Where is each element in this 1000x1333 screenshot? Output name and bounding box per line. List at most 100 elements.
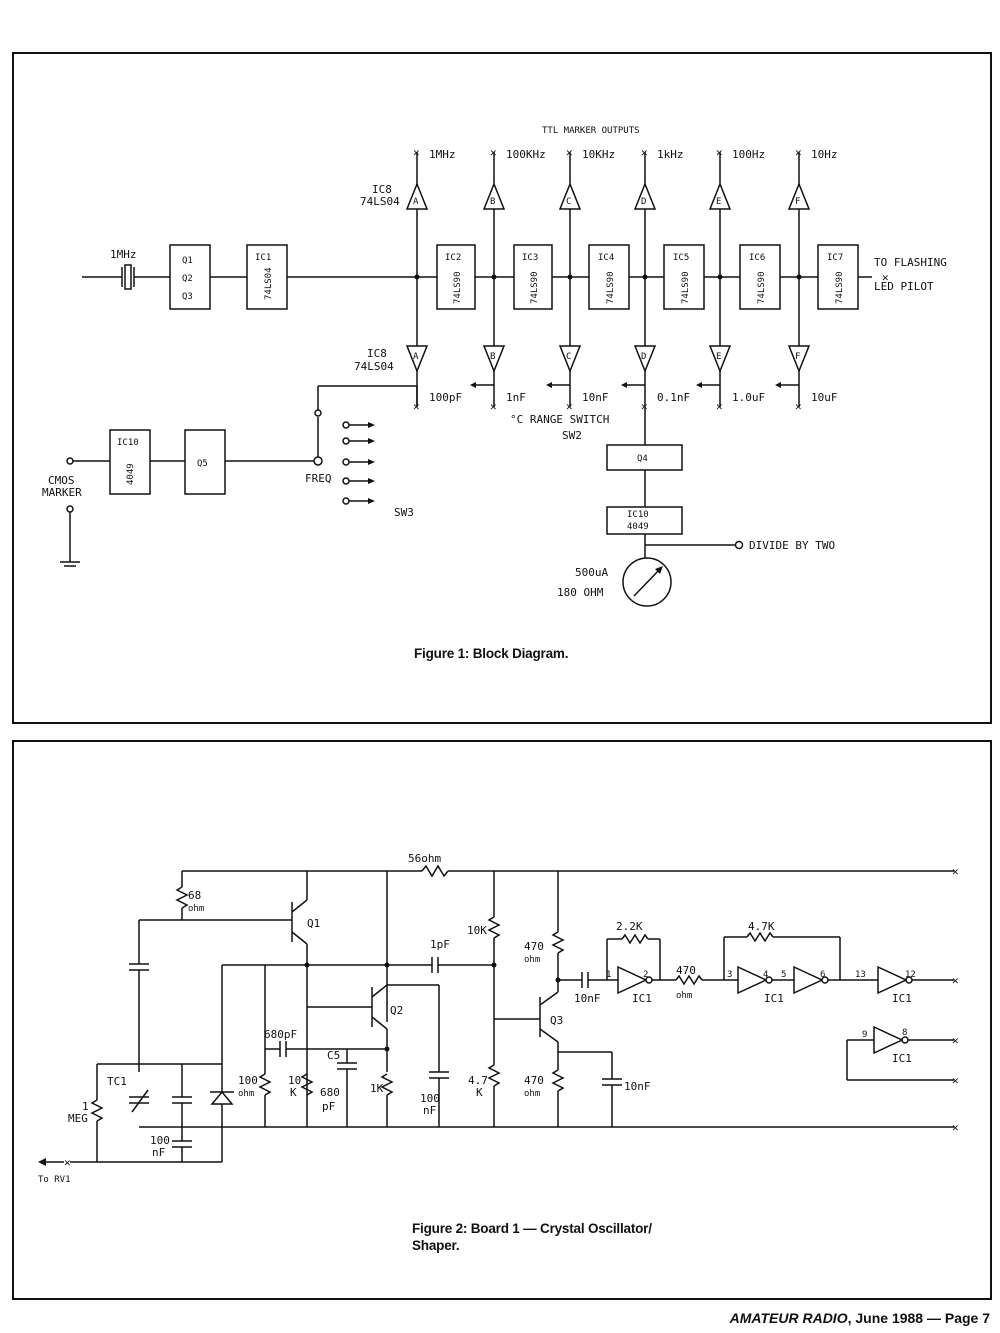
r10k-bias-value: 10 bbox=[288, 1074, 301, 1087]
pin-4: 4 bbox=[763, 970, 768, 980]
ic1-name: IC1 bbox=[255, 253, 271, 263]
crystal-label: 1MHz bbox=[110, 248, 137, 261]
varicap-diode bbox=[210, 1090, 234, 1105]
sw3-contact bbox=[314, 409, 322, 417]
c100nf-b-value: 100 bbox=[150, 1134, 170, 1147]
out-terminal-3: ✕ bbox=[952, 1034, 959, 1047]
r470a-value: 470 bbox=[524, 940, 544, 953]
sw3-pos-arrow-2 bbox=[368, 459, 375, 465]
r100-resistor bbox=[258, 1073, 272, 1096]
bottom-buffer-letter-4: E bbox=[716, 352, 721, 362]
c10nf-b-label: 10nF bbox=[624, 1080, 651, 1093]
c10nf-a-label: 10nF bbox=[574, 992, 601, 1005]
sw3-pos-1 bbox=[342, 437, 350, 445]
r470b-unit: ohm bbox=[676, 991, 692, 1001]
top-buffer-3 bbox=[633, 181, 657, 210]
c5-value: 680 bbox=[320, 1086, 340, 1099]
r68-resistor bbox=[175, 886, 189, 909]
tap-junction-5 bbox=[796, 274, 802, 280]
r1k-label: 1K bbox=[370, 1082, 384, 1095]
r47k-resistor bbox=[487, 1064, 501, 1087]
range-switch-label: °C RANGE SWITCH bbox=[510, 413, 609, 426]
sw3-pos-arrow-4 bbox=[368, 498, 375, 504]
ic1-label-5: IC1 bbox=[892, 1052, 912, 1065]
r1meg-value: 1 bbox=[82, 1100, 89, 1113]
bottom-buffer-letter-0: A bbox=[413, 352, 419, 362]
top-output-label-3: 1kHz bbox=[657, 148, 684, 161]
flashing-label-1: TO FLASHING bbox=[874, 256, 947, 269]
figure-2-caption: Figure 2: Board 1 — Crystal Oscillator/ … bbox=[412, 1220, 712, 1254]
bottom-terminal-4: ✕ bbox=[716, 400, 723, 413]
c100nf-a-unit: nF bbox=[423, 1104, 436, 1117]
sw3-pos-3 bbox=[342, 477, 350, 485]
top-buffer-letter-4: E bbox=[716, 197, 721, 207]
bottom-terminal-2: ✕ bbox=[566, 400, 573, 413]
ic1-gate-5 bbox=[873, 1025, 904, 1055]
ic10-left-part: 4049 bbox=[126, 463, 136, 485]
bottom-buffer-letter-3: D bbox=[641, 352, 646, 362]
rv-arrow bbox=[38, 1158, 46, 1166]
ic6-part: 74LS90 bbox=[757, 271, 767, 304]
range-arrow-head-4 bbox=[696, 382, 702, 388]
out-terminal-1: ✕ bbox=[952, 865, 959, 878]
top-buffer-letter-2: C bbox=[566, 197, 571, 207]
cap-label-3: 0.1nF bbox=[657, 391, 690, 404]
divide-label: DIVIDE BY TWO bbox=[749, 539, 835, 552]
ic2-block bbox=[436, 244, 476, 310]
top-output-terminal-3: ✕ bbox=[641, 146, 648, 159]
top-output-label-5: 10Hz bbox=[811, 148, 838, 161]
meter-resistance: 180 OHM bbox=[557, 586, 604, 599]
top-output-label-1: 100KHz bbox=[506, 148, 546, 161]
c100nf-b-unit: nF bbox=[152, 1146, 165, 1159]
junction-dot bbox=[384, 962, 390, 968]
top-buffer-letter-0: A bbox=[413, 197, 419, 207]
ic3-part: 74LS90 bbox=[530, 271, 540, 304]
meter-needle bbox=[633, 567, 662, 597]
oscillator-schematic-svg: 56ohm ✕ 68 ohm Q1 1pF Q2 680pF C5 680 pF bbox=[38, 852, 959, 1185]
r470b-resistor bbox=[675, 974, 703, 986]
ic2-part: 74LS90 bbox=[453, 271, 463, 304]
r470c-unit: ohm bbox=[524, 1089, 540, 1099]
ic4-name: IC4 bbox=[598, 253, 614, 263]
block-diagram-svg: TTL MARKER OUTPUTS 1MHz Q1 Q2 Q3 IC1 74L… bbox=[42, 126, 947, 607]
range-arrow-head-1 bbox=[470, 382, 476, 388]
q5-label: Q5 bbox=[197, 459, 208, 469]
bottom-buffer-4 bbox=[708, 345, 732, 374]
ic6-block bbox=[739, 244, 781, 310]
figure-2-caption-line-2: Shaper. bbox=[412, 1238, 460, 1253]
ic8-bottom-part: 74LS04 bbox=[354, 360, 394, 373]
ic5-block bbox=[663, 244, 705, 310]
ic1-part: 74LS04 bbox=[264, 267, 274, 300]
ic10-left-block bbox=[109, 429, 151, 495]
meter-current: 500uA bbox=[575, 566, 608, 579]
cap-label-5: 10uF bbox=[811, 391, 838, 404]
r47k-feedback-resistor bbox=[746, 931, 774, 943]
r68-unit: ohm bbox=[188, 904, 204, 914]
ic2-name: IC2 bbox=[445, 253, 461, 263]
meter-arrow bbox=[655, 566, 663, 574]
r470c-value: 470 bbox=[524, 1074, 544, 1087]
top-output-terminal-2: ✕ bbox=[566, 146, 573, 159]
junction-dot bbox=[304, 962, 310, 968]
bottom-buffer-letter-5: F bbox=[795, 352, 800, 362]
flashing-label-2: LED PILOT bbox=[874, 280, 934, 293]
cmos-terminal-bottom bbox=[66, 505, 74, 513]
ic8-top-name: IC8 bbox=[372, 183, 392, 196]
r22k-resistor bbox=[621, 933, 649, 945]
out-terminal-5: ✕ bbox=[952, 1121, 959, 1134]
ic7-block bbox=[817, 244, 859, 310]
footer-magazine: AMATEUR RADIO bbox=[729, 1310, 848, 1326]
c5-label: C5 bbox=[327, 1049, 340, 1062]
top-output-terminal-4: ✕ bbox=[716, 146, 723, 159]
top-buffer-letter-3: D bbox=[641, 197, 646, 207]
top-output-label-4: 100Hz bbox=[732, 148, 765, 161]
sw3-label: SW3 bbox=[394, 506, 414, 519]
q2-label: Q2 bbox=[390, 1004, 403, 1017]
ic4-block bbox=[588, 244, 630, 310]
pin-9: 9 bbox=[862, 1030, 867, 1040]
q5-block bbox=[184, 429, 226, 495]
ic10-right-name: IC10 bbox=[627, 510, 649, 520]
top-buffer-4 bbox=[708, 181, 732, 210]
tap-junction-3 bbox=[642, 274, 648, 280]
sw3-pos-arrow-0 bbox=[368, 422, 375, 428]
